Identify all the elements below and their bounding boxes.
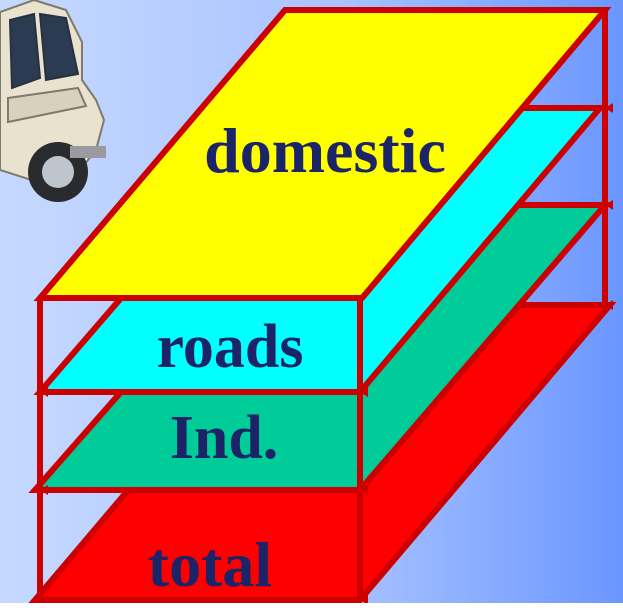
layer-total-label: total [148, 529, 272, 600]
layer-domestic-label: domestic [204, 115, 446, 186]
layer-roads-label: roads [156, 313, 303, 381]
layer-ind-label: Ind. [170, 404, 279, 472]
